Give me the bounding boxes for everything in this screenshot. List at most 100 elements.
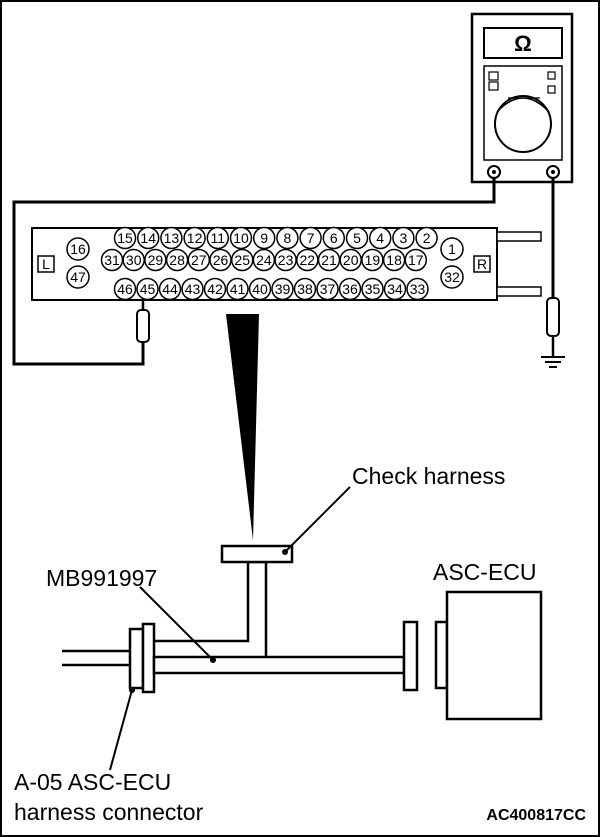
connector-pin-32: 32 bbox=[440, 265, 464, 289]
connector-pin-label: 27 bbox=[191, 252, 207, 268]
ecu-side-flange bbox=[402, 620, 419, 692]
connector-pin-label: 47 bbox=[70, 269, 86, 285]
connector-pin-label: 9 bbox=[260, 230, 268, 246]
lead-to-pin45 bbox=[12, 178, 496, 366]
selector-dial bbox=[494, 95, 552, 153]
connector-pin-15: 15 bbox=[113, 226, 137, 250]
connector-pin-label: 36 bbox=[342, 281, 358, 297]
connector-pin-24: 24 bbox=[252, 248, 276, 272]
zoom-wedge bbox=[226, 314, 259, 540]
label-asc-ecu: ASC-ECU bbox=[433, 559, 537, 585]
connector-pin-label: 14 bbox=[140, 230, 156, 246]
connector-pin-28: 28 bbox=[165, 248, 189, 272]
connector-pin-label: 5 bbox=[353, 230, 361, 246]
connector-pin-label: 31 bbox=[104, 252, 120, 268]
connector-pin-40: 40 bbox=[248, 277, 272, 301]
connector-pin-23: 23 bbox=[274, 248, 297, 272]
connector-pin-44: 44 bbox=[158, 277, 182, 301]
connector-pin-label: 8 bbox=[284, 230, 292, 246]
connector-pin-label: 19 bbox=[365, 252, 381, 268]
connector-pin-label: 43 bbox=[185, 281, 201, 297]
connector-pin-21: 21 bbox=[317, 248, 341, 272]
ohm-display: Ω bbox=[514, 31, 532, 56]
connector-pin-45: 45 bbox=[136, 277, 159, 301]
harness-cable bbox=[62, 649, 133, 667]
connector-pin-7: 7 bbox=[299, 226, 322, 250]
connector-pin-label: 42 bbox=[207, 281, 223, 297]
connector-pin-label: 38 bbox=[297, 281, 313, 297]
connector-pin-label: 25 bbox=[234, 252, 250, 268]
check-harness-head bbox=[220, 544, 294, 564]
connector-pin-14: 14 bbox=[136, 226, 160, 250]
connector-pin-33: 33 bbox=[406, 277, 429, 301]
connector-pin-label: 7 bbox=[307, 230, 315, 246]
connector-pin-4: 4 bbox=[368, 226, 392, 250]
label-a05-line2: harness connector bbox=[14, 799, 204, 825]
connector-pin-37: 37 bbox=[316, 277, 339, 301]
connector-pin-47: 47 bbox=[66, 265, 90, 289]
connector-pin-34: 34 bbox=[383, 277, 407, 301]
connector-pin-19: 19 bbox=[361, 248, 384, 272]
test-leads bbox=[12, 178, 555, 366]
connector-pin-label: 34 bbox=[387, 281, 403, 297]
connector-pin-label: 39 bbox=[275, 281, 291, 297]
connector-pin-10: 10 bbox=[229, 226, 253, 250]
ecu-connector-face bbox=[434, 620, 449, 690]
connector-pin-8: 8 bbox=[276, 226, 299, 250]
connector-pin-12: 12 bbox=[183, 226, 206, 250]
connector-pin-31: 31 bbox=[100, 248, 124, 272]
multimeter: Ω bbox=[470, 12, 574, 184]
connector-pin-38: 38 bbox=[293, 277, 317, 301]
connector-pin-label: 33 bbox=[410, 281, 426, 297]
connector-pin-label: 4 bbox=[376, 230, 384, 246]
connector-pin-3: 3 bbox=[392, 226, 415, 250]
connector-pin-label: 1 bbox=[448, 241, 456, 257]
connector-pin-label: 2 bbox=[423, 230, 431, 246]
a05-connector-outer bbox=[128, 627, 145, 690]
connector-pin-label: 15 bbox=[117, 230, 133, 246]
connector-pin-label: 26 bbox=[213, 252, 229, 268]
label-mb991997: MB991997 bbox=[46, 565, 157, 591]
connector-pin-26: 26 bbox=[209, 248, 232, 272]
connector-pin-36: 36 bbox=[338, 277, 362, 301]
connector-pin-label: 11 bbox=[211, 230, 226, 246]
connector-pin-20: 20 bbox=[339, 248, 362, 272]
connector-pin-41: 41 bbox=[226, 277, 249, 301]
marker-left: L bbox=[42, 256, 50, 272]
connector-pin-label: 12 bbox=[187, 230, 203, 246]
connector-pin-11: 11 bbox=[206, 226, 230, 250]
connector-pin-label: 21 bbox=[321, 252, 337, 268]
connector-pin-27: 27 bbox=[187, 248, 211, 272]
connector-pin-label: 29 bbox=[148, 252, 164, 268]
connector-pin-label: 41 bbox=[230, 281, 246, 297]
connector-pin-label: 6 bbox=[330, 230, 338, 246]
connector-pin-label: 24 bbox=[256, 252, 272, 268]
connector-pin-42: 42 bbox=[203, 277, 227, 301]
connector-pin-43: 43 bbox=[181, 277, 204, 301]
figure-code: AC400817CC bbox=[486, 807, 586, 824]
connector-pin-label: 44 bbox=[162, 281, 178, 297]
connector-pin-5: 5 bbox=[345, 226, 369, 250]
connector-pin-17: 17 bbox=[404, 248, 428, 272]
connector-pin-label: 23 bbox=[278, 252, 294, 268]
connector-pin-22: 22 bbox=[296, 248, 319, 272]
leader-lines bbox=[109, 486, 351, 771]
connector-pin-29: 29 bbox=[144, 248, 167, 272]
connector-pin-label: 35 bbox=[365, 281, 381, 297]
label-a05-line1: A-05 ASC-ECU bbox=[14, 769, 171, 795]
connector-pin-label: 18 bbox=[386, 252, 402, 268]
connector-pin-1: 1 bbox=[440, 237, 464, 261]
connector-pin-25: 25 bbox=[230, 248, 254, 272]
a05-connector-inner bbox=[141, 622, 156, 694]
ground-icon bbox=[541, 356, 565, 368]
connector-pin-16: 16 bbox=[66, 237, 90, 261]
mb991997-main-tube bbox=[152, 655, 406, 675]
connector-pin-35: 35 bbox=[361, 277, 384, 301]
connector-pin-label: 13 bbox=[164, 230, 180, 246]
connector-pin-label: 16 bbox=[70, 241, 86, 257]
connector-pin-label: 40 bbox=[252, 281, 268, 297]
